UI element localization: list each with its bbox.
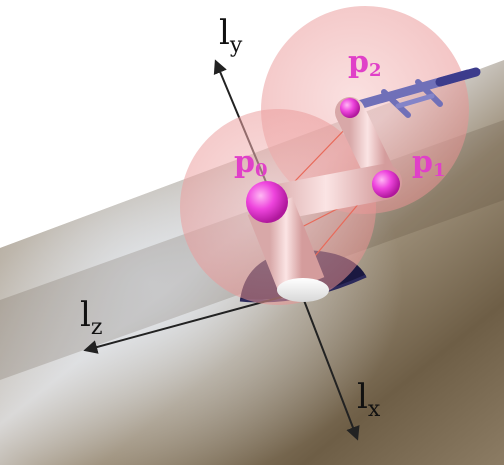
joint-p1 [372, 170, 400, 198]
point-label-p1: p1 [412, 145, 446, 181]
point-label-p2: p2 [348, 45, 382, 81]
joint-p0 [246, 181, 288, 223]
y-axis-label: ly [219, 13, 243, 58]
arm-base-cap [277, 278, 329, 302]
point-label-p0: p0 [234, 145, 268, 181]
x-axis-line [299, 289, 360, 441]
x-axis-label: lx [357, 377, 381, 422]
end-effector [350, 67, 481, 118]
joint-p2 [340, 98, 360, 118]
z-axis-label: lz [80, 295, 102, 340]
